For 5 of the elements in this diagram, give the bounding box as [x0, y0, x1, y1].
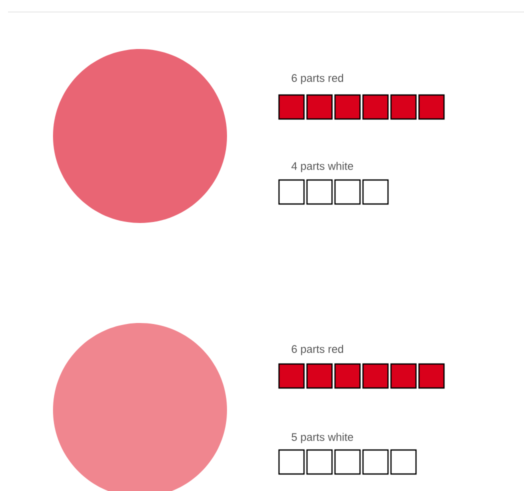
label: 5 parts white — [292, 432, 354, 444]
disc — [53, 49, 227, 223]
label: 4 parts white — [291, 162, 354, 172]
label: 6 parts red — [292, 344, 344, 356]
label: 6 parts red — [292, 74, 344, 84]
